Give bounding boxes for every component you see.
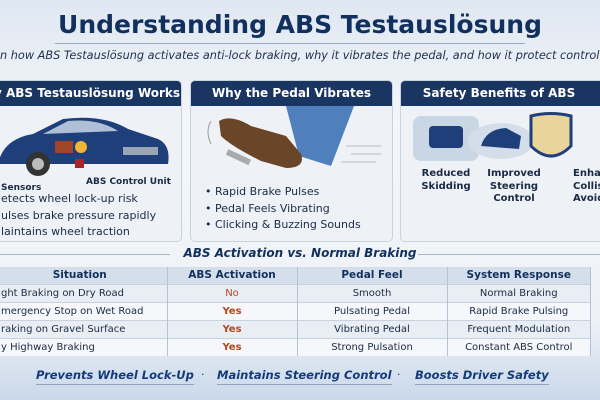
divider xyxy=(0,254,170,255)
table-title: ABS Activation vs. Normal Braking xyxy=(183,246,417,260)
separator: · xyxy=(397,368,401,381)
benefit-collision-avoidance: EnhanCollisAvoida xyxy=(573,168,600,204)
car-illustration xyxy=(0,117,169,176)
col-header: ABS Activation xyxy=(167,267,298,284)
bullet: etects wheel lock-up risk xyxy=(1,192,138,205)
col-header: System Response xyxy=(447,267,591,284)
table-cell: ght Braking on Dry Road xyxy=(0,283,168,302)
comparison-table: Situation ABS Activation Pedal Feel Syst… xyxy=(0,267,591,356)
bullet: • Clicking & Buzzing Sounds xyxy=(205,218,361,231)
col-header: Situation xyxy=(0,267,168,284)
benefit-illustrations xyxy=(413,112,573,161)
abs-control-unit-label: ABS Control Unit xyxy=(86,177,171,187)
panel-header: Why the Pedal Vibrates xyxy=(191,81,392,106)
table-cell: Rapid Brake Pulsing xyxy=(447,301,591,320)
table-cell: Yes xyxy=(167,319,298,338)
footer-item: Maintains Steering Control xyxy=(217,368,392,385)
table-cell: Pulsating Pedal xyxy=(297,301,448,320)
table-cell: Yes xyxy=(167,301,298,320)
foot-on-pedal-illustration xyxy=(207,106,381,168)
panel-pedal-vibrates: Why the Pedal Vibrates • Rapid Brake Pul… xyxy=(190,80,393,242)
page-title: Understanding ABS Testauslösung xyxy=(58,10,542,39)
divider xyxy=(418,254,600,255)
bullet-list: • Rapid Brake Pulses • Pedal Feels Vibra… xyxy=(205,184,361,234)
table-cell: Normal Braking xyxy=(447,283,591,302)
table-cell: Strong Pulsation xyxy=(297,337,448,356)
table-cell: Constant ABS Control xyxy=(447,337,591,356)
bullet: ulses brake pressure rapidly xyxy=(1,208,157,222)
separator: · xyxy=(201,368,205,381)
table-cell: mergency Stop on Wet Road xyxy=(0,301,168,320)
panel-how-it-works: y ABS Testauslösung Works Sensors ABS Co… xyxy=(0,80,182,242)
footer-item: Prevents Wheel Lock-Up xyxy=(36,368,194,385)
table-cell: y Highway Braking xyxy=(0,337,168,356)
sensors-label: Sensors xyxy=(1,183,42,193)
table-cell: No xyxy=(167,283,298,302)
footer-item: Boosts Driver Safety xyxy=(415,368,549,385)
col-header: Pedal Feel xyxy=(297,267,448,284)
divider xyxy=(55,43,525,44)
subtitle: n how ABS Testauslösung activates anti-l… xyxy=(0,49,600,62)
table-cell: Frequent Modulation xyxy=(447,319,591,338)
bullet-list: etects wheel lock-up risk ulses brake pr… xyxy=(1,191,156,241)
panel-header: y ABS Testauslösung Works xyxy=(0,81,181,106)
table-cell: raking on Gravel Surface xyxy=(0,319,168,338)
table-cell: Yes xyxy=(167,337,298,356)
bullet: • Rapid Brake Pulses xyxy=(205,185,320,198)
bullet: laintains wheel traction xyxy=(1,225,130,238)
table-cell: Vibrating Pedal xyxy=(297,319,448,338)
table-cell: Smooth xyxy=(297,283,448,302)
bullet: • Pedal Feels Vibrating xyxy=(205,201,330,215)
panel-header: Safety Benefits of ABS xyxy=(401,81,600,106)
